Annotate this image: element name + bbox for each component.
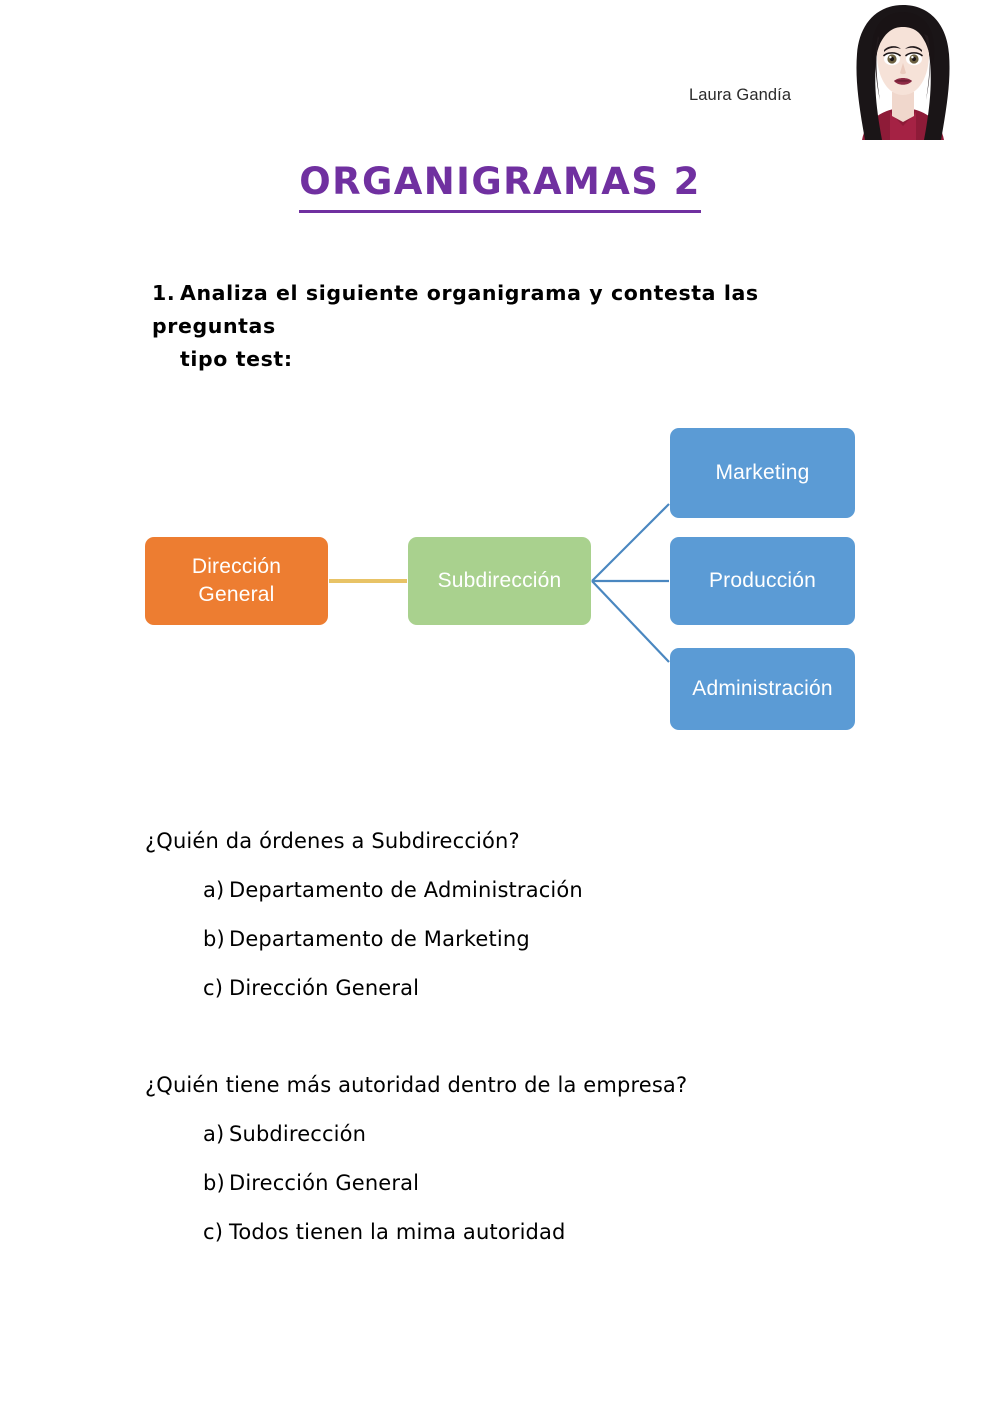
orgchart-connectors: [329, 503, 670, 663]
instruction-number: 1.: [152, 281, 176, 305]
option-item[interactable]: b)Dirección General: [145, 1168, 905, 1198]
orgchart-node-produccion[interactable]: Producción: [670, 537, 855, 625]
orgchart-node-label: Subdirección: [437, 569, 562, 592]
option-text: Departamento de Marketing: [229, 927, 530, 951]
question-text: ¿Quién da órdenes a Subdirección?: [145, 829, 520, 853]
option-label: a): [203, 1122, 225, 1146]
option-item[interactable]: a)Subdirección: [145, 1119, 905, 1149]
instruction-text: 1.Analiza el siguiente organigrama y con…: [152, 277, 852, 376]
option-text: Dirección General: [229, 1171, 420, 1195]
option-text: Departamento de Administración: [229, 878, 583, 902]
orgchart-node-label: Producción: [708, 569, 817, 592]
orgchart-node-administracion[interactable]: Administración: [670, 648, 855, 730]
option-label: b): [203, 1171, 225, 1195]
option-label: c): [203, 976, 224, 1000]
option-list: a)Departamento de Administración b)Depar…: [145, 875, 905, 1003]
instruction-line-2: tipo test:: [180, 347, 293, 371]
option-text: Subdirección: [229, 1122, 367, 1146]
option-text: Dirección General: [229, 976, 420, 1000]
orgchart-node-label: Administración: [692, 677, 833, 700]
option-label: a): [203, 878, 225, 902]
orgchart-node-subdireccion[interactable]: Subdirección: [408, 537, 591, 625]
page-title-container: ORGANIGRAMAS 2: [0, 160, 1000, 213]
avatar: [832, 0, 975, 140]
instruction-line-1: Analiza el siguiente organigrama y conte…: [152, 281, 759, 338]
option-item[interactable]: a)Departamento de Administración: [145, 875, 905, 905]
option-label: b): [203, 927, 225, 951]
author-name: Laura Gandía: [689, 86, 792, 104]
option-item[interactable]: c)Dirección General: [145, 973, 905, 1003]
question-block-2: ¿Quién tiene más autoridad dentro de la …: [145, 1070, 905, 1247]
question-text: ¿Quién tiene más autoridad dentro de la …: [145, 1073, 688, 1097]
page-title: ORGANIGRAMAS 2: [299, 160, 701, 213]
orgchart-node-label: Marketing: [715, 461, 810, 484]
option-list: a)Subdirección b)Dirección General c)Tod…: [145, 1119, 905, 1247]
edge-subdireccion-marketing: [591, 503, 670, 582]
option-text: Todos tienen la mima autoridad: [229, 1220, 566, 1244]
option-item[interactable]: b)Departamento de Marketing: [145, 924, 905, 954]
option-item[interactable]: c)Todos tienen la mima autoridad: [145, 1217, 905, 1247]
question-block-1: ¿Quién da órdenes a Subdirección? a)Depa…: [145, 826, 905, 1003]
option-label: c): [203, 1220, 224, 1244]
edge-subdireccion-administracion: [591, 580, 670, 663]
orgchart-node-marketing[interactable]: Marketing: [670, 428, 855, 518]
